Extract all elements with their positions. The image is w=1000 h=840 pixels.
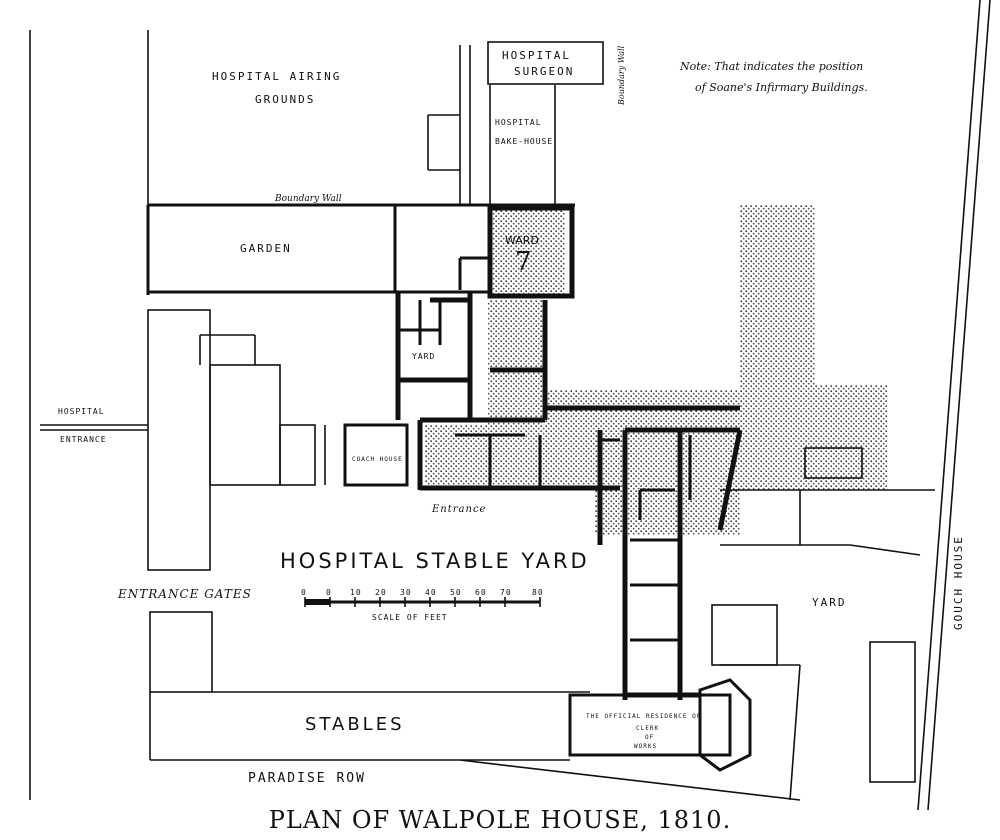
coach-house-building bbox=[343, 423, 409, 487]
airing-grounds-label: HOSPITAL AIRING bbox=[212, 70, 341, 83]
bakehouse-label-2: BAKE-HOUSE bbox=[495, 137, 553, 146]
surgeon-building bbox=[487, 41, 604, 85]
coach-house-label: COACH HOUSE bbox=[352, 456, 403, 463]
yard-label: YARD bbox=[812, 596, 847, 609]
airing-grounds-label-2: GROUNDS bbox=[255, 93, 315, 106]
ward-number: 7 bbox=[515, 247, 532, 277]
garden-walls bbox=[146, 203, 575, 295]
bakehouse-label: HOSPITAL bbox=[495, 118, 542, 127]
note-line-1: Note: That indicates the position bbox=[679, 60, 863, 73]
scale-tick-label: 10 bbox=[350, 588, 362, 597]
scale-tick-label: 80 bbox=[532, 588, 544, 597]
surgeon-label-2: SURGEON bbox=[514, 65, 574, 78]
left-buildings bbox=[40, 309, 590, 761]
scale-tick-label: 60 bbox=[475, 588, 487, 597]
entrance-label: Entrance bbox=[431, 504, 486, 515]
boundary-lines bbox=[29, 0, 991, 811]
hospital-entrance-label-2: ENTRANCE bbox=[60, 435, 107, 444]
right-buildings bbox=[459, 447, 935, 801]
stables-label: STABLES bbox=[305, 714, 405, 735]
scale-tick-label: 70 bbox=[500, 588, 512, 597]
hospital-entrance-label: HOSPITAL bbox=[58, 407, 105, 416]
house-walls bbox=[395, 292, 743, 700]
note-line-2: of Soane's Infirmary Buildings. bbox=[695, 81, 868, 94]
scale-tick-label: 40 bbox=[425, 588, 437, 597]
interior-partitions bbox=[400, 256, 692, 642]
plan-caption: PLAN OF WALPOLE HOUSE, 1810. bbox=[268, 806, 732, 834]
official-residence-label: THE OFFICIAL RESIDENCE OF bbox=[586, 713, 701, 720]
ward-label: WARD bbox=[505, 234, 539, 247]
surgeon-label: HOSPITAL bbox=[502, 49, 571, 62]
scale-tick-label: 20 bbox=[375, 588, 387, 597]
clerk-residence bbox=[568, 678, 752, 772]
garden-label: GARDEN bbox=[240, 242, 292, 255]
boundary-wall-right-label: Boundary Wall bbox=[617, 45, 626, 106]
scale-bar: 0 0 10 20 30 40 50 60 70 80 SCALE OF FEE… bbox=[301, 588, 544, 622]
clerk-label: CLERK bbox=[636, 725, 659, 732]
scale-tick-label: 0 bbox=[326, 588, 332, 597]
boundary-wall-label: Boundary Wall bbox=[274, 194, 342, 204]
scale-tick-label: 30 bbox=[400, 588, 412, 597]
entrance-gates-label: ENTRANCE GATES bbox=[117, 587, 252, 601]
scale-caption: SCALE OF FEET bbox=[372, 613, 448, 622]
scale-tick-label: 0 bbox=[301, 588, 307, 597]
clerk-label-2: OF bbox=[645, 734, 654, 741]
stable-yard-label: HOSPITAL STABLE YARD bbox=[280, 549, 590, 573]
ward-7-room bbox=[487, 205, 575, 299]
clerk-label-3: WORKS bbox=[634, 743, 657, 750]
paradise-row-label: PARADISE ROW bbox=[248, 771, 366, 786]
gough-house-label: GOUCH HOUSE bbox=[952, 535, 965, 630]
small-yard-label: YARD bbox=[412, 352, 435, 361]
scale-tick-label: 50 bbox=[450, 588, 462, 597]
